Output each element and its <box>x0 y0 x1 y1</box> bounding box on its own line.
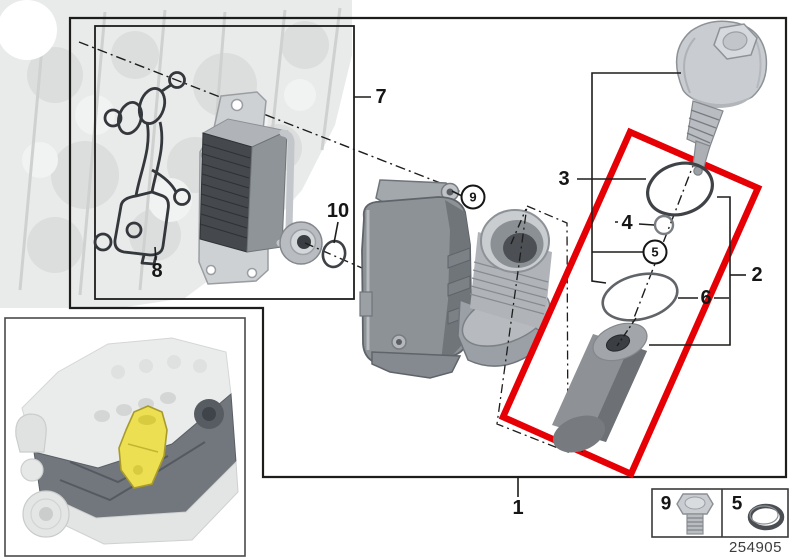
callout-6[interactable]: 6 <box>700 287 712 309</box>
axis-line-filter-top <box>616 317 637 347</box>
cap-thread <box>686 100 724 150</box>
axis-line-bore <box>510 208 527 245</box>
leader-line-4 <box>615 221 655 226</box>
leader-lines <box>154 72 746 497</box>
bracket-cap-group <box>591 72 681 284</box>
o-ring-part-6 <box>601 272 679 322</box>
thumb-highlighted-filter-housing <box>118 405 168 489</box>
legend-box <box>651 488 789 538</box>
callout-1[interactable]: 1 <box>512 497 524 519</box>
o-ring-part-10 <box>321 239 347 269</box>
o-ring-part-3 <box>646 161 714 217</box>
legend-label-5[interactable]: 5 <box>731 493 743 515</box>
bracket-part-2 <box>649 196 731 346</box>
axis-line-port <box>304 242 363 269</box>
axis-line-upper <box>78 41 449 187</box>
callout-4[interactable]: 4 <box>621 212 633 234</box>
filter-housing <box>359 179 552 379</box>
callout-10[interactable]: 10 <box>326 200 350 222</box>
filter-cap <box>675 20 768 176</box>
o-ring-part-4 <box>653 214 675 236</box>
gasket <box>93 71 191 266</box>
callout-9-circled[interactable]: 9 <box>460 184 486 210</box>
leader-line-9 <box>451 190 463 197</box>
leader-line-10 <box>333 221 339 244</box>
callout-3[interactable]: 3 <box>558 168 570 190</box>
o-ring-icon <box>747 503 785 531</box>
sub-frame-heat-exchanger <box>94 25 355 300</box>
callout-2[interactable]: 2 <box>751 264 763 286</box>
engine-location-thumbnail[interactable] <box>4 317 246 557</box>
highlight-box <box>498 127 763 479</box>
filter-element <box>552 322 648 453</box>
background-cutout <box>0 0 57 60</box>
callout-8[interactable]: 8 <box>151 260 163 282</box>
leader-line-8 <box>154 246 157 261</box>
legend-label-9[interactable]: 9 <box>660 493 672 515</box>
callout-7[interactable]: 7 <box>375 86 387 108</box>
thumb-oil-pan <box>38 460 239 545</box>
callout-5-circled[interactable]: 5 <box>642 239 668 265</box>
oil-cooler <box>198 91 323 285</box>
diagram-number: 254905 <box>728 539 782 556</box>
main-frame <box>68 16 788 479</box>
bolt-icon <box>676 493 714 535</box>
